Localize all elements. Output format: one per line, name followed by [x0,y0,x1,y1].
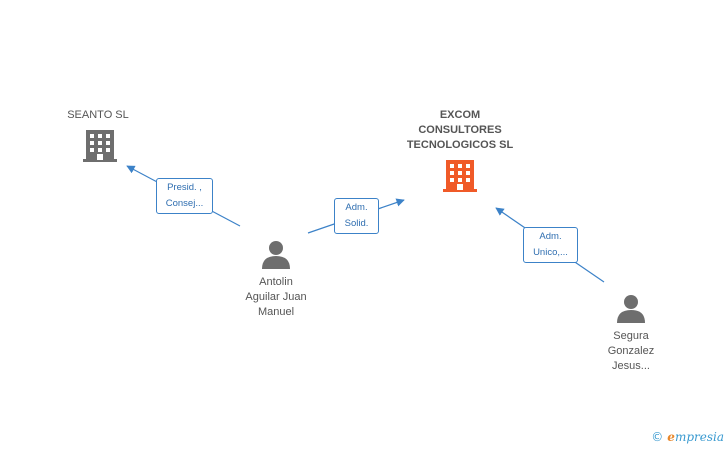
brand-name: mpresia [674,430,724,444]
company-name-seanto[interactable]: SEANTO SL [67,109,129,121]
relation-label-presid[interactable]: Presid. , Consej... [156,178,213,214]
brand-initial: e [667,430,675,444]
building-icon[interactable] [443,160,477,192]
copyright-symbol: © [651,430,664,444]
person-name-antolin[interactable]: Antolin Aguilar Juan Manuel [245,276,307,318]
relation-label-adm-unico[interactable]: Adm. Unico,... [523,227,578,263]
person-icon[interactable] [617,295,645,323]
person-name-segura[interactable]: Segura Gonzalez Jesus... [607,330,655,372]
person-icon[interactable] [262,241,290,269]
company-name-excom[interactable]: EXCOM CONSULTORES TECNOLOGICOS SL [406,109,514,151]
building-icon[interactable] [83,130,117,162]
empresia-watermark: ©empresia [651,430,724,444]
relation-label-adm-solid[interactable]: Adm. Solid. [334,198,379,234]
